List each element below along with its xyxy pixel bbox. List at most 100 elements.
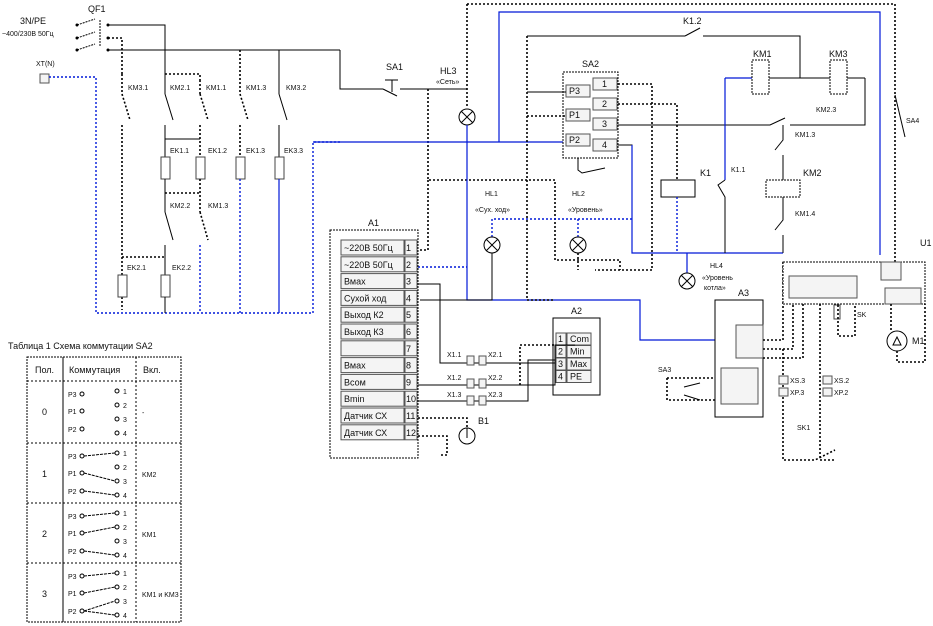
a1-row-pin: 3 [406,277,411,287]
heater-ek1-2 [195,156,206,180]
heater-label: EK1.3 [246,148,265,155]
connector-label: X2.1 [488,352,503,359]
heater-ek2-1 [117,274,128,298]
heater-ek1-1 [160,156,171,180]
contact-label: KM2.1 [170,85,190,92]
table-input: P3 [68,574,77,581]
connector-label: X2.3 [488,392,503,399]
a1-row-pin: 9 [406,377,411,387]
table-input: P2 [68,609,77,616]
a2-label: Com [570,334,589,344]
table-position: 3 [42,589,47,599]
neutral-terminal [39,73,50,84]
a1-row-pin: 1 [406,243,411,253]
lamp-desc: «Уровень [702,275,733,282]
table-position: 1 [42,469,47,479]
breaker-label: QF1 [88,4,106,14]
connector-label: X2.2 [488,375,503,382]
table-output: 1 [123,571,127,578]
a1-row-label: ~220В 50Гц [344,260,393,270]
heater-ek1-3 [235,156,246,180]
contact-label: KM1.3 [795,132,815,139]
switch-label: SA1 [386,62,403,72]
coil-km1 [751,59,770,95]
sa2-input: P1 [569,110,580,120]
table-title: Таблица 1 Схема коммутации SA2 [8,341,153,351]
lamp-desc: «Уровень» [568,207,603,214]
a1-row-pin: 4 [406,293,411,303]
table-output: 2 [123,403,127,410]
motor-m1 [886,330,908,352]
table-output: 3 [123,479,127,486]
table-output: 4 [123,493,127,500]
heater-ek3-3 [274,156,285,180]
supply-line1: 3N/PE [20,16,46,26]
lamp-desc: «Сух. ход» [475,207,510,214]
table-header: Пол. [35,365,54,375]
contact-switches [121,74,288,310]
a2-pin: 3 [558,359,563,369]
contact-label: KM2.3 [816,107,836,114]
a1-row-pin: 8 [406,361,411,371]
table-input: P1 [68,531,77,538]
lamp-label: HL4 [710,263,723,270]
table-enabled: KM1 и KM3 [142,592,179,599]
table-input: P3 [68,454,77,461]
a2-label: PE [570,372,582,382]
sa2-output: 1 [602,79,607,89]
table-output: 3 [123,599,127,606]
switch-label: SA4 [906,118,919,125]
switching-table: Таблица 1 Схема коммутации SA2 Пол. Комм… [8,341,182,623]
motor-label: M1 [912,336,925,346]
a2-label: Min [570,347,585,357]
sa2-switch: SA2 P3 P1 P2 1 2 3 4 [527,59,866,271]
connector-label: XS.3 [790,378,805,385]
table-input: P2 [68,489,77,496]
heater-section: KM3.1 KM2.1 KM1.1 KM1.3 KM3.2 EK1.1 EK1.… [117,73,306,313]
table-output: 4 [123,613,127,620]
table-input: P2 [68,549,77,556]
contact-label: K1.1 [731,167,746,174]
a1-row-label: Датчик СХ [344,428,387,438]
connector-label: X1.1 [447,352,462,359]
a2-pin: 1 [558,334,563,344]
lamp-hl3 [458,108,476,126]
supply-line2: ~400/230В 50Гц [2,31,54,38]
sa2-output: 3 [602,119,607,129]
switch-label: SA3 [658,367,671,374]
lamp-label: HL3 [440,66,457,76]
coil-k1 [660,179,696,198]
a1-row-label: Вmin [344,394,365,404]
table-enabled: KM1 [142,532,157,539]
connector-label: XP.3 [790,390,804,397]
table-output: 2 [123,525,127,532]
coil-label: KM3 [829,49,848,59]
coil-label: K1 [700,168,711,178]
indicator-lamps: HL1 «Сух. ход» HL2 «Уровень» HL4 «Уровен… [420,191,733,301]
table-output: 1 [123,451,127,458]
a1-row-label: Вмах [344,277,366,287]
breaker-qf1-symbol [75,18,110,52]
connector-label: XS.2 [834,378,849,385]
coil-km2 [765,179,801,198]
switch-label: SK1 [797,425,810,432]
module-label: U1 [920,238,932,248]
sa2-output: 4 [602,140,607,150]
table-output: 4 [123,431,127,438]
a1-title: A1 [368,218,379,228]
lamp-desc: «Сеть» [436,79,459,86]
contact-label: KM2.2 [170,203,190,210]
heater-label: EK1.2 [208,148,227,155]
table-input: P1 [68,471,77,478]
contact-label: KM1.4 [795,211,815,218]
heater-label: EK1.1 [170,148,189,155]
a1-row-label: Выход К3 [344,327,384,337]
table-output: 3 [123,539,127,546]
a1-row-pin: 5 [406,310,411,320]
supply-section: QF1 3N/PE ~400/230В 50Гц XT(N) [2,4,340,314]
a2-title: A2 [571,306,582,316]
a2-label: Max [570,359,588,369]
